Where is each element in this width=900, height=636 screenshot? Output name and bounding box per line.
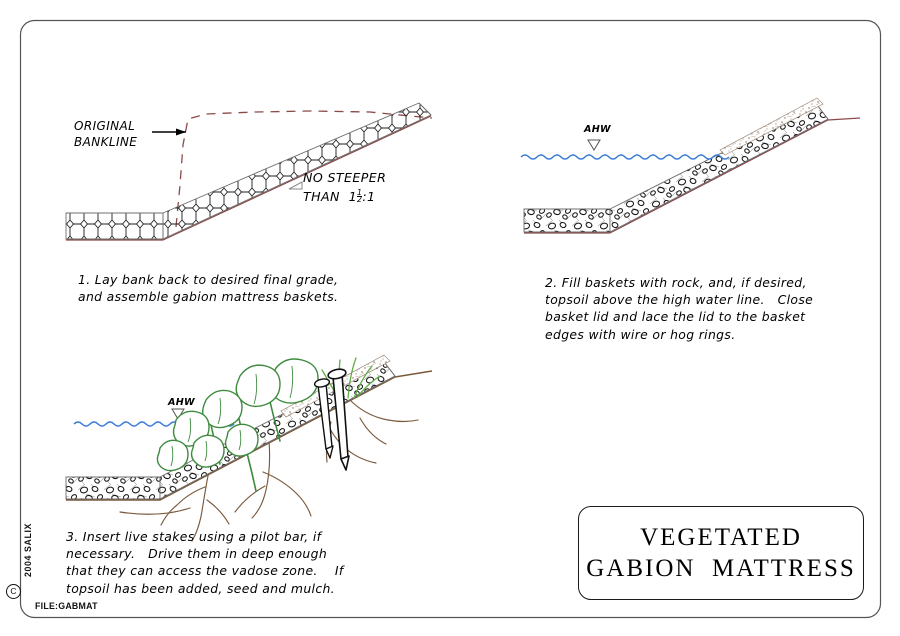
- ahw-label-panel-3: AHW: [168, 397, 195, 408]
- slope-limit-line-1: NO STEEPER: [303, 170, 387, 185]
- gabion-mattress-toe-empty: [65, 212, 164, 240]
- panel-3-caption-line-1: 3. Insert live stakes using a pilot bar,…: [66, 529, 322, 544]
- panel-3-caption-line-4: topsoil has been added, seed and mulch.: [66, 580, 335, 596]
- vegetation-foliage: [156, 358, 319, 472]
- bankline-label-line-1: ORIGINAL: [74, 119, 136, 133]
- pilot-bar: [327, 368, 350, 471]
- ahw-label-panel-2: AHW: [584, 124, 611, 135]
- copyright-symbol-icon: C: [6, 584, 21, 599]
- panel-2-figure: [520, 97, 861, 234]
- ahw-triangle-marker-2: [587, 139, 601, 151]
- title-line-2: GABION MATTRESS: [586, 555, 856, 582]
- title-line-1: VEGETATED: [640, 524, 802, 551]
- panel-1-figure: [65, 102, 433, 241]
- panel-2-caption: 2. Fill baskets with rock, and, if desir…: [545, 274, 813, 343]
- original-bankline-label: ORIGINAL BANKLINE: [74, 118, 137, 150]
- copyright-text: 2004 SALIX: [23, 523, 33, 577]
- file-label: FILE:GABMAT: [35, 601, 98, 611]
- panel-2-caption-line-4: edges with wire or hog rings.: [545, 326, 736, 342]
- panel-2-caption-line-2: topsoil above the high water line. Close: [545, 292, 814, 308]
- panel-1-caption-line-2: and assemble gabion mattress baskets.: [78, 289, 339, 305]
- panel-3-caption-line-3: that they can access the vadose zone. If: [66, 563, 344, 579]
- bankline-label-line-2: BANKLINE: [74, 135, 138, 149]
- bankline-leader-arrow: [152, 128, 186, 136]
- gabion-mattress-slope-empty: [162, 102, 432, 240]
- live-stake-driven: [313, 378, 334, 459]
- panel-3-caption-line-2: necessary. Drive them in deep enough: [66, 546, 328, 562]
- panel-2-caption-line-1: 2. Fill baskets with rock, and, if desir…: [545, 275, 807, 290]
- finished-grade-line-3: [66, 370, 433, 501]
- root-system: [119, 399, 419, 542]
- gabion-mattress-toe-filled-3: [65, 476, 161, 500]
- title-block: VEGETATED GABION MATTRESS: [578, 506, 864, 600]
- original-bankline-dashed: [175, 110, 433, 228]
- topsoil-layer-2: [719, 97, 824, 156]
- panel-2-caption-line-3: basket lid and lace the lid to the baske…: [545, 309, 806, 325]
- panel-3-caption: 3. Insert live stakes using a pilot bar,…: [66, 528, 344, 597]
- slope-angle-symbol: [288, 181, 303, 190]
- panel-3-figure: [65, 354, 433, 542]
- panel-1-caption: 1. Lay bank back to desired final grade,…: [78, 271, 338, 305]
- leaf-veins: [170, 365, 294, 467]
- panel-1-caption-line-1: 1. Lay bank back to desired final grade,: [78, 272, 339, 287]
- finished-grade-line-2: [524, 117, 861, 234]
- finished-grade-line: [66, 115, 432, 241]
- water-surface-line-2: [520, 154, 730, 160]
- sheet-border: [19, 19, 882, 619]
- gabion-mattress-toe-filled: [523, 208, 611, 233]
